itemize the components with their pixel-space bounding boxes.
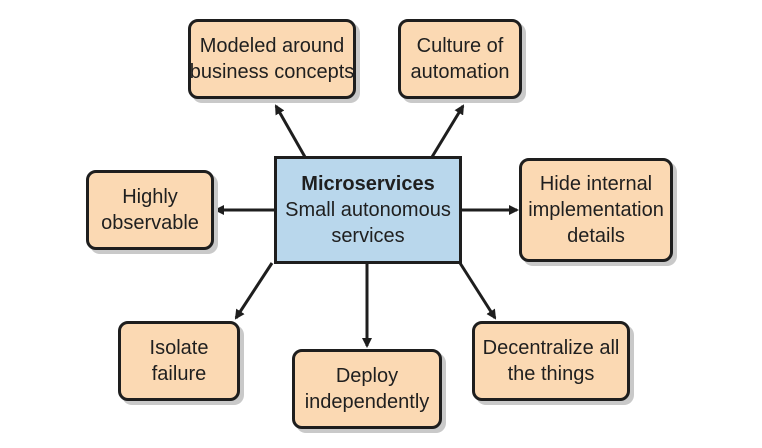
center-title: Microservices [301, 173, 435, 195]
node-isolate-failure: Isolate failure [118, 321, 240, 401]
node-text-line: the things [507, 363, 595, 385]
node-modeled-around-business-concepts: Modeled around business concepts [188, 19, 356, 99]
arrow-to-modeled [274, 104, 307, 158]
node-text-line: Modeled around [199, 35, 345, 57]
node-text-line: implementation [528, 199, 664, 221]
center-node-microservices: Microservices Small autonomous services [274, 156, 462, 264]
node-decentralize-all-the-things: Decentralize all the things [472, 321, 630, 401]
arrow-to-decentralize [458, 262, 497, 320]
node-culture-of-automation: Culture of automation [398, 19, 522, 99]
node-text-line: details [567, 225, 625, 247]
node-text-line: failure [151, 363, 207, 385]
center-subtitle-line: services [331, 225, 405, 247]
node-text-line: Culture of [416, 35, 504, 57]
node-text-line: business concepts [189, 61, 355, 83]
arrow-to-isolate [234, 262, 274, 320]
node-text-line: independently [304, 391, 430, 413]
node-text-line: observable [101, 212, 199, 234]
node-text-line: Hide internal [539, 173, 653, 195]
node-text-line: automation [410, 61, 510, 83]
node-text-line: Isolate [149, 337, 209, 359]
node-deploy-independently: Deploy independently [292, 349, 442, 429]
arrow-to-culture [430, 104, 465, 158]
node-text-line: Decentralize all [482, 337, 620, 359]
center-subtitle-line: Small autonomous [285, 199, 451, 221]
node-hide-internal-implementation-details: Hide internal implementation details [519, 158, 673, 262]
node-text-line: Deploy [335, 365, 399, 387]
node-highly-observable: Highly observable [86, 170, 214, 250]
node-text-line: Highly [122, 186, 178, 208]
